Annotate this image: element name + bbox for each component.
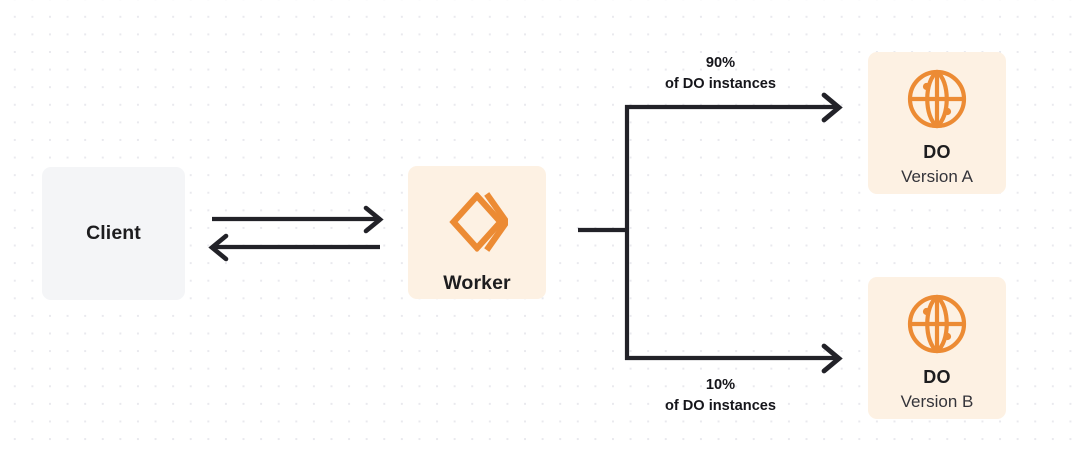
node-do-b-version: Version B: [900, 392, 974, 411]
globe-icon: [906, 293, 968, 355]
node-worker[interactable]: Worker: [408, 166, 546, 299]
edge-label-bottom-desc: of DO instances: [664, 397, 777, 414]
edge-client-to-worker: [212, 205, 384, 234]
edge-worker-to-do-b: [625, 343, 843, 374]
edge-worker-to-do-a: [625, 92, 843, 123]
node-client[interactable]: Client: [42, 167, 185, 300]
node-client-label: Client: [86, 222, 141, 244]
edge-worker-split-bus: [578, 105, 630, 360]
node-do-b-title: DO: [923, 367, 951, 387]
node-do-a-version: Version A: [901, 167, 973, 186]
edge-label-bottom-split: 10% of DO instances: [657, 375, 784, 417]
node-do-version-a[interactable]: DO Version A: [868, 52, 1006, 194]
node-worker-label: Worker: [443, 272, 511, 294]
edge-label-bottom-percent: 10%: [705, 377, 736, 393]
cloudflare-workers-icon: [446, 192, 511, 252]
edge-label-top-split: 90% of DO instances: [657, 53, 784, 95]
node-do-a-title: DO: [923, 142, 951, 162]
globe-icon: [906, 68, 968, 130]
edge-label-top-desc: of DO instances: [664, 75, 777, 92]
node-do-version-b[interactable]: DO Version B: [868, 277, 1006, 419]
edge-label-top-percent: 90%: [705, 55, 736, 71]
edge-worker-to-client: [208, 233, 380, 262]
